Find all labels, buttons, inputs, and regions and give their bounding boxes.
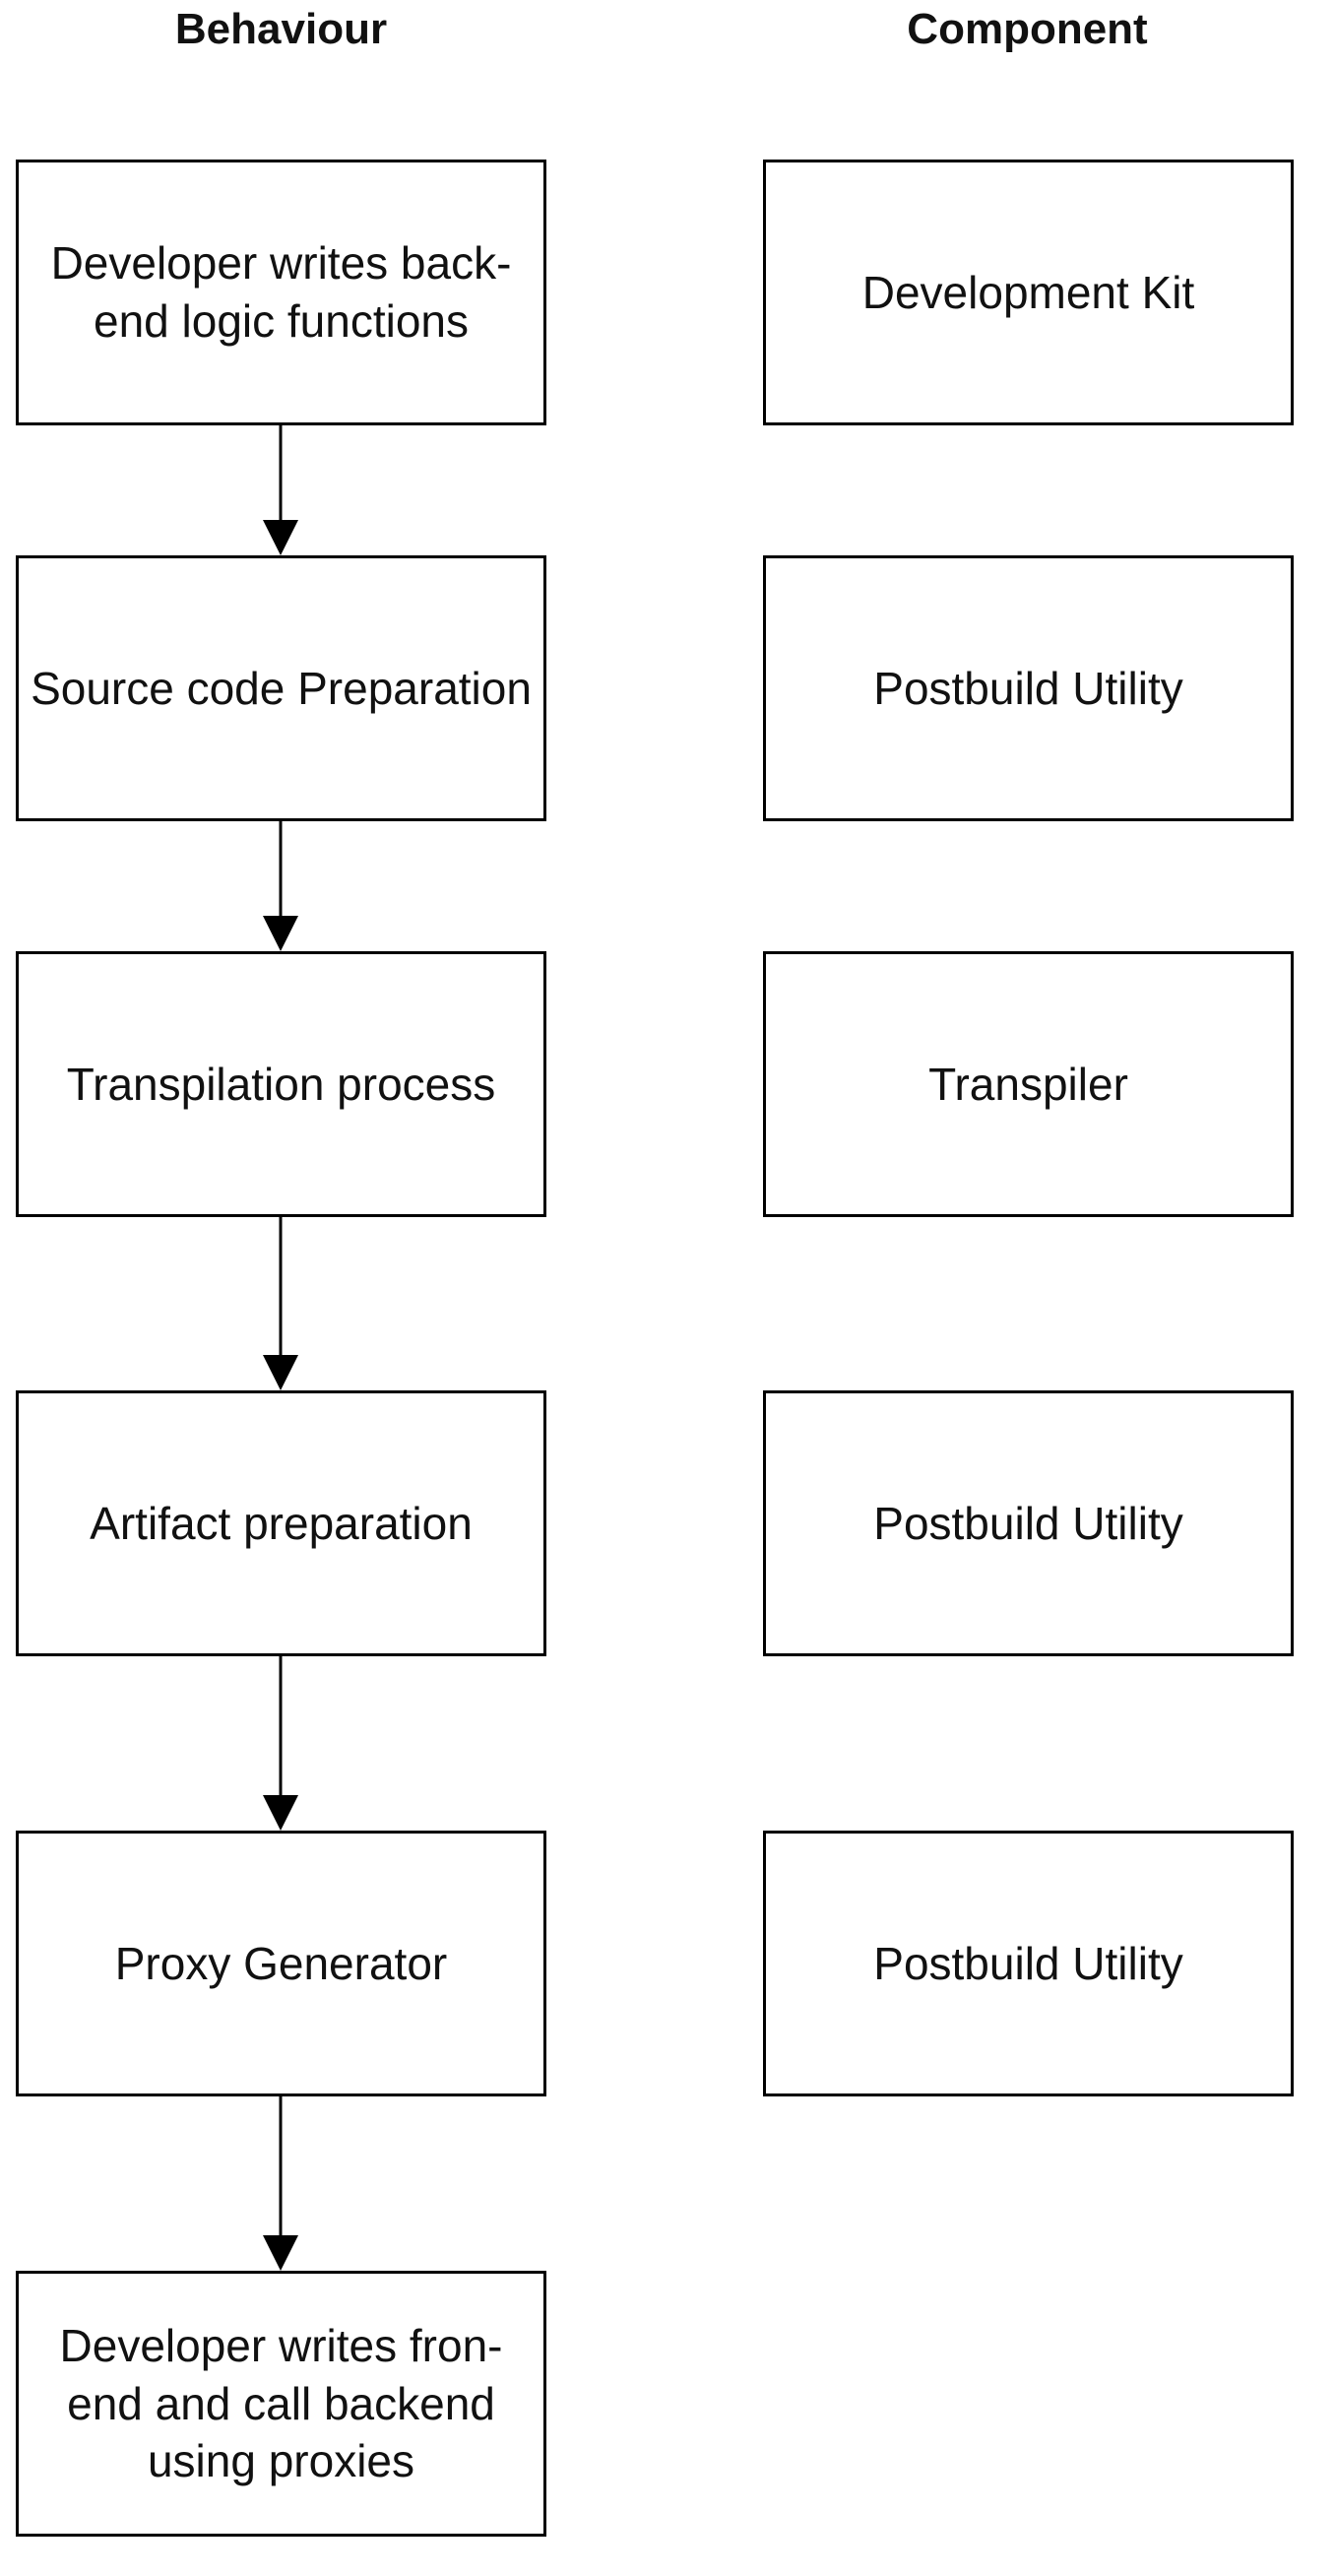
component-postbuild-utility: Postbuild Utility — [763, 555, 1294, 821]
behaviour-step-label: Developer writes fron-end and call backe… — [59, 2319, 503, 2487]
component-postbuild-utility: Postbuild Utility — [763, 1831, 1294, 2096]
behaviour-step-write-backend: Developer writes back-end logic function… — [16, 160, 546, 425]
arrow-3 — [263, 1217, 298, 1390]
component-postbuild-utility: Postbuild Utility — [763, 1390, 1294, 1656]
arrow-5 — [263, 2096, 298, 2271]
behaviour-step-artifact-prep: Artifact preparation — [16, 1390, 546, 1656]
behaviour-step-source-prep: Source code Preparation — [16, 555, 546, 821]
behaviour-step-transpilation: Transpilation process — [16, 951, 546, 1217]
behaviour-step-label: Transpilation process — [66, 1058, 496, 1110]
arrow-1 — [263, 425, 298, 555]
behaviour-step-label: Source code Preparation — [31, 662, 532, 714]
behaviour-step-label: Proxy Generator — [114, 1937, 448, 1989]
component-label: Postbuild Utility — [873, 662, 1183, 714]
component-label: Postbuild Utility — [873, 1937, 1183, 1989]
behaviour-step-write-frontend: Developer writes fron-end and call backe… — [16, 2271, 546, 2537]
component-development-kit: Development Kit — [763, 160, 1294, 425]
component-label: Development Kit — [861, 266, 1195, 318]
component-label: Postbuild Utility — [873, 1497, 1183, 1549]
component-column-header: Component — [907, 5, 1148, 53]
behaviour-step-label: Artifact preparation — [90, 1497, 473, 1549]
arrow-2 — [263, 821, 298, 951]
arrow-4 — [263, 1656, 298, 1831]
component-transpiler: Transpiler — [763, 951, 1294, 1217]
behaviour-step-proxy-generator: Proxy Generator — [16, 1831, 546, 2096]
behaviour-step-label: Developer writes back-end logic function… — [50, 237, 512, 347]
component-label: Transpiler — [928, 1058, 1128, 1110]
behaviour-column-header: Behaviour — [174, 5, 388, 53]
